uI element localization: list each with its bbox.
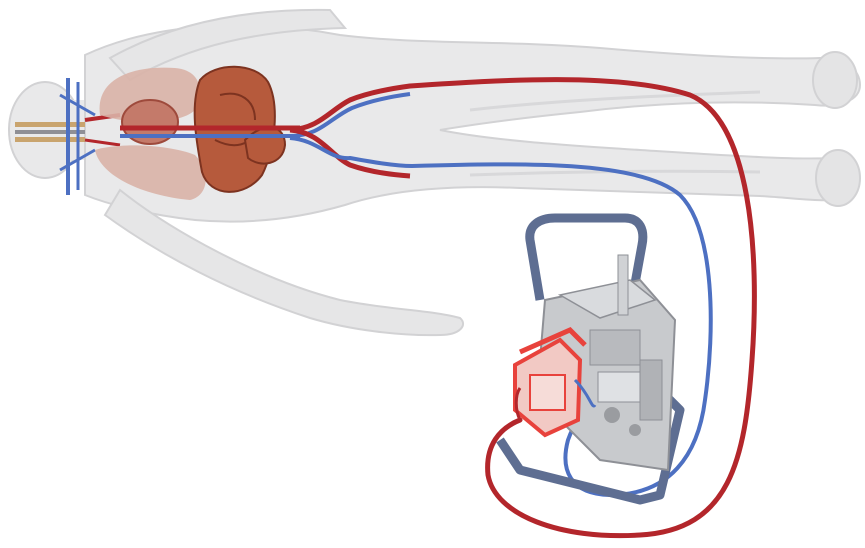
foot-upper	[813, 52, 857, 108]
ecmo-console	[500, 218, 680, 500]
machine-pole	[618, 255, 628, 315]
foot-lower	[816, 150, 860, 206]
